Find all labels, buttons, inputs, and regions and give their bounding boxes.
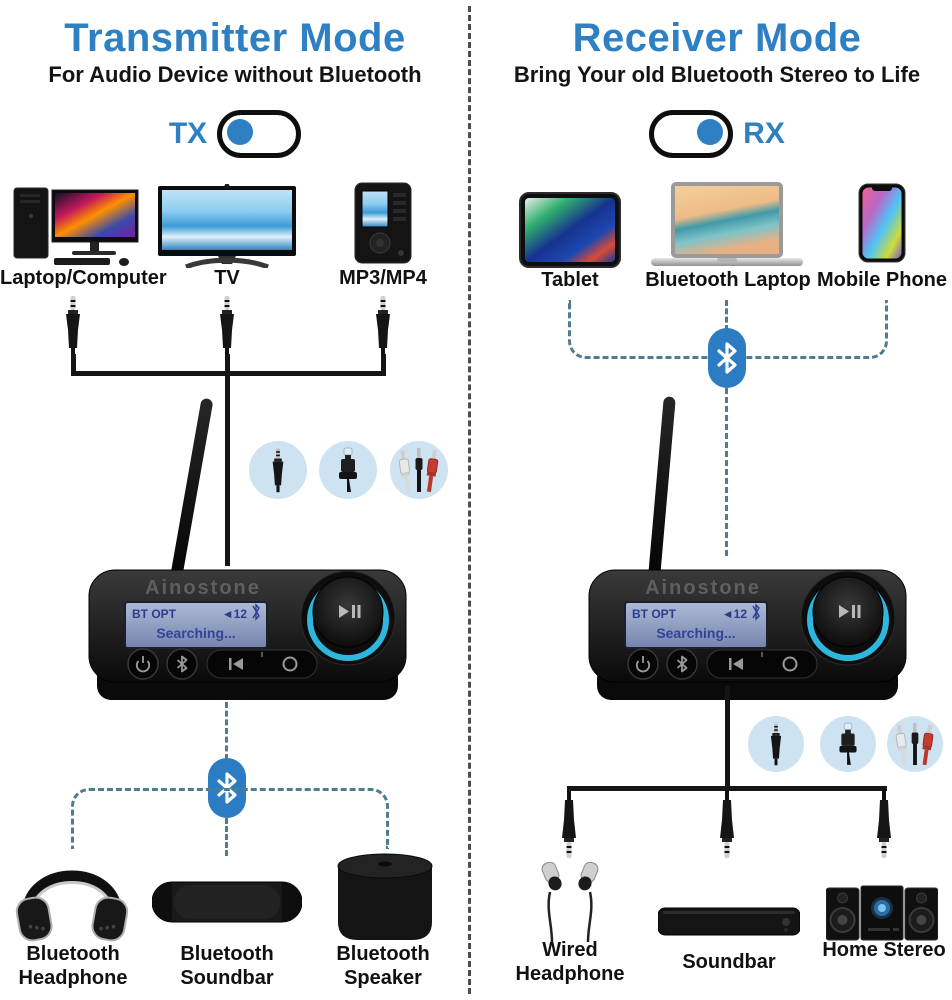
optical-connector-icon [319, 441, 377, 499]
display-message: Searching... [656, 625, 735, 641]
aux-connector-icon [748, 716, 804, 772]
mobile-phone-illustration [858, 183, 906, 263]
display-bluetooth-icon [252, 603, 260, 621]
output-label: Soundbar [682, 951, 776, 973]
power-icon [635, 656, 651, 673]
source-label: TV [214, 267, 240, 289]
panel-divider [468, 6, 471, 994]
aux-plug-icon [877, 790, 891, 858]
aux-plug-icon [220, 296, 234, 356]
tablet-illustration [519, 192, 621, 268]
receiver-device: Ainostone BT OPT ◄12 Searching... [588, 569, 907, 700]
bluetooth-link-lines [71, 788, 389, 849]
bluetooth-soundbar-illustration [152, 881, 302, 923]
source-label: Laptop/Computer [0, 267, 167, 289]
tx-toggle-row: TX [0, 110, 470, 158]
rca-connector-icon [887, 716, 943, 772]
device-display [624, 601, 768, 649]
rx-toggle-row: RX [482, 110, 952, 158]
aux-plug-icon [66, 296, 80, 356]
wired-headphone-illustration [541, 862, 599, 942]
play-pause-icon [339, 605, 349, 618]
power-button[interactable] [127, 648, 159, 680]
laptop-illustration [651, 182, 803, 266]
output-label: Bluetooth Headphone [18, 943, 128, 989]
rx-label: RX [743, 117, 785, 150]
source-label: MP3/MP4 [339, 267, 427, 289]
device-display [124, 601, 268, 649]
power-button[interactable] [627, 648, 659, 680]
output-label: Home Stereo [822, 939, 946, 961]
mp3-player-illustration [354, 182, 412, 264]
bluetooth-button-icon [176, 655, 188, 673]
aux-plug-icon [562, 790, 576, 858]
cable-segment [225, 354, 230, 374]
power-icon [135, 656, 151, 673]
bluetooth-icon [708, 328, 746, 388]
bluetooth-button-icon [676, 655, 688, 673]
antenna [170, 397, 214, 580]
transmitter-device: Ainostone BT OPT ◄12 Searching... [88, 569, 407, 700]
display-status: BT OPT [132, 607, 177, 621]
bluetooth-link-line [725, 388, 728, 556]
cable-segment [225, 374, 230, 566]
bluetooth-link-line [225, 702, 228, 760]
source-label: Mobile Phone [817, 269, 947, 291]
bluetooth-link-line [225, 818, 228, 856]
output-label: Wired Headphone [515, 939, 625, 985]
cable-segment [381, 354, 386, 374]
display-bluetooth-icon [752, 603, 760, 621]
device-brand: Ainostone [645, 577, 761, 599]
output-label: Bluetooth Soundbar [180, 943, 274, 989]
antenna [648, 396, 676, 579]
display-status: BT OPT [632, 607, 677, 621]
cable-bus [567, 786, 887, 791]
transmitter-subtitle: For Audio Device without Bluetooth [48, 62, 422, 87]
bluetooth-headphone-illustration [15, 870, 129, 942]
prev-icon [233, 658, 243, 670]
loop-icon [782, 656, 798, 672]
aux-plug-icon [720, 790, 734, 858]
desktop-computer-illustration [13, 187, 139, 266]
aux-connector-icon [249, 441, 307, 499]
display-volume: ◄12 [722, 607, 748, 621]
cable-segment [725, 686, 730, 790]
rx-toggle-switch[interactable] [649, 110, 734, 158]
home-stereo-illustration [826, 885, 938, 941]
cable-segment [71, 354, 76, 374]
play-pause-icon [839, 605, 849, 618]
tv-illustration [158, 184, 296, 268]
tx-toggle-knob [227, 119, 254, 145]
tx-toggle-switch[interactable] [217, 110, 302, 158]
optical-connector-icon [820, 716, 876, 772]
aux-plug-icon [376, 296, 390, 356]
display-volume: ◄12 [222, 607, 248, 621]
source-label: Bluetooth Laptop [645, 269, 811, 291]
loop-icon [282, 656, 298, 672]
source-label: Tablet [541, 269, 599, 291]
display-message: Searching... [156, 625, 235, 641]
output-label: Bluetooth Speaker [336, 943, 430, 989]
tx-label: TX [168, 117, 208, 150]
soundbar-illustration [658, 907, 800, 936]
rca-connector-icon [390, 441, 448, 499]
bluetooth-speaker-illustration [337, 853, 433, 940]
receiver-title: Receiver Mode [572, 16, 862, 60]
cable-bus [71, 371, 386, 376]
prev-icon [733, 658, 743, 670]
device-brand: Ainostone [145, 577, 261, 599]
transmitter-title: Transmitter Mode [64, 16, 406, 60]
receiver-subtitle: Bring Your old Bluetooth Stereo to Life [513, 62, 921, 87]
rx-toggle-knob [697, 119, 724, 145]
